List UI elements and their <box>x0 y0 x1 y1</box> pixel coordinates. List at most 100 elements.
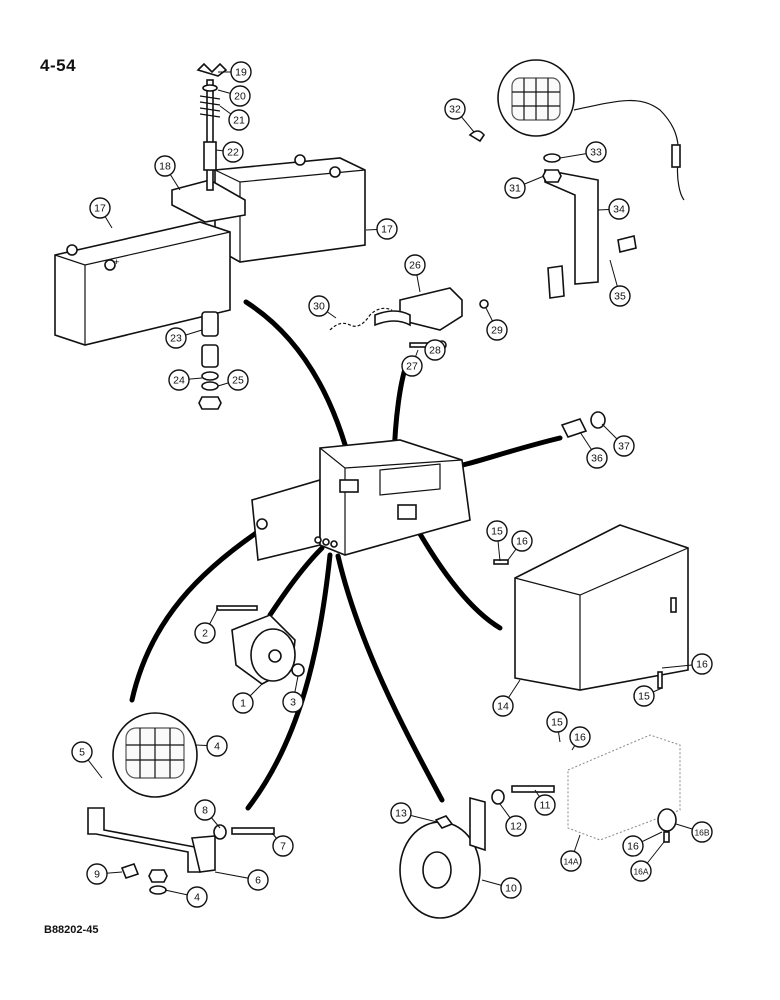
callout-circle <box>511 530 533 552</box>
callout-circle <box>546 711 568 733</box>
callout-5: 5 <box>71 741 93 763</box>
callout-36: 36 <box>586 447 608 469</box>
callout-23: 23 <box>165 327 187 349</box>
callout-circle <box>500 877 522 899</box>
callout-label: 24 <box>173 375 185 387</box>
callout-circle <box>486 520 508 542</box>
callout-label: 4 <box>194 892 200 904</box>
callout-label: 34 <box>613 204 625 216</box>
bottom-work-light <box>87 712 275 895</box>
callout-26: 26 <box>404 254 426 276</box>
callout-label: 32 <box>449 104 461 116</box>
callout-label: 19 <box>235 67 247 79</box>
callout-label: 16A <box>633 867 648 877</box>
callout-circle <box>232 692 254 714</box>
callout-10: 10 <box>500 877 522 899</box>
callout-label: 26 <box>409 260 421 272</box>
instrument-box <box>493 524 689 843</box>
callout-11: 11 <box>534 794 556 816</box>
callout-15: 15 <box>633 685 655 707</box>
callout-circle <box>86 863 108 885</box>
callout-circle <box>228 109 250 131</box>
callout-circle <box>505 815 527 837</box>
callout-circle <box>609 285 631 307</box>
callout-circle <box>492 695 514 717</box>
callout-label: 16 <box>516 536 528 548</box>
callout-circle <box>194 799 216 821</box>
callout-8: 8 <box>194 799 216 821</box>
callout-label: 10 <box>505 883 517 895</box>
callout-label: 31 <box>509 183 521 195</box>
callout-circle <box>424 339 446 361</box>
callout-4: 4 <box>186 886 208 908</box>
callout-label: 17 <box>381 224 393 236</box>
callout-31: 31 <box>504 177 526 199</box>
callout-label: 9 <box>94 869 100 881</box>
callout-label: 2 <box>202 628 208 640</box>
callout-24: 24 <box>168 369 190 391</box>
callout-33: 33 <box>585 141 607 163</box>
callout-label: 13 <box>395 808 407 820</box>
callout-label: 33 <box>590 147 602 159</box>
callout-circle <box>390 802 412 824</box>
callout-29: 29 <box>486 319 508 341</box>
callout-15: 15 <box>546 711 568 733</box>
page-number: 4-54 <box>40 56 77 75</box>
callout-label: 6 <box>255 875 261 887</box>
callout-37: 37 <box>613 435 635 457</box>
callout-label: 16B <box>694 828 709 838</box>
cab-work-light <box>468 59 685 299</box>
callout-14: 14 <box>492 695 514 717</box>
callout-circle <box>168 369 190 391</box>
callout-4: 4 <box>206 735 228 757</box>
callout-circle <box>376 218 398 240</box>
callout-label: 21 <box>233 115 245 127</box>
callout-16: 16 <box>691 653 713 675</box>
callout-circle <box>560 850 582 872</box>
callout-12: 12 <box>505 815 527 837</box>
callout-1: 1 <box>232 692 254 714</box>
callout-label: 29 <box>491 325 503 337</box>
callout-circle <box>534 794 556 816</box>
callout-2: 2 <box>194 622 216 644</box>
callout-label: 15 <box>491 526 503 538</box>
callout-circle <box>272 835 294 857</box>
callout-label: 14A <box>563 857 578 867</box>
callout-circle <box>585 141 607 163</box>
callout-label: 18 <box>159 161 171 173</box>
switch-assembly <box>329 287 489 350</box>
callout-label: 23 <box>170 333 182 345</box>
sender-unit <box>216 605 305 685</box>
callout-circle <box>194 622 216 644</box>
callout-bubbles: 1234456789101112131414A1515151616161616A… <box>71 61 713 908</box>
callout-circle <box>630 860 652 882</box>
callout-16A: 16A <box>630 860 652 882</box>
callout-34: 34 <box>608 198 630 220</box>
callout-circle <box>282 691 304 713</box>
callout-circle <box>691 653 713 675</box>
callout-circle <box>633 685 655 707</box>
callout-16B: 16B <box>691 821 713 843</box>
callout-circle <box>691 821 713 843</box>
callout-circle <box>504 177 526 199</box>
callout-15: 15 <box>486 520 508 542</box>
callout-label: 17 <box>94 203 106 215</box>
callout-label: 22 <box>227 147 239 159</box>
callout-circle <box>227 369 249 391</box>
battery-spacers <box>198 311 222 410</box>
callout-circle <box>222 141 244 163</box>
callout-32: 32 <box>444 98 466 120</box>
callout-label: 25 <box>232 375 244 387</box>
callout-circle <box>71 741 93 763</box>
callout-label: 16 <box>627 841 639 853</box>
callout-9: 9 <box>86 863 108 885</box>
callout-circle <box>206 735 228 757</box>
callout-17: 17 <box>376 218 398 240</box>
callout-label: 15 <box>638 691 650 703</box>
battery-pair: + <box>54 154 366 346</box>
callout-label: 7 <box>280 841 286 853</box>
callout-35: 35 <box>609 285 631 307</box>
callout-7: 7 <box>272 835 294 857</box>
figure-code: B88202-45 <box>44 924 99 936</box>
callout-circle <box>308 295 330 317</box>
